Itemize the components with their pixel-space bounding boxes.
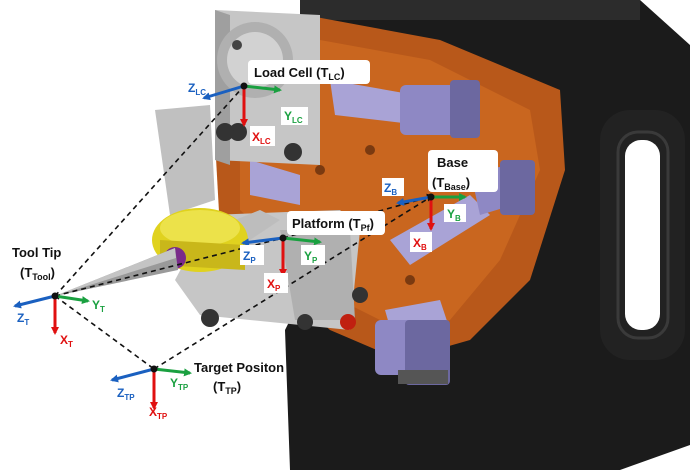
platform-title: Platform (TPf) [292,216,374,233]
link-tooltip-platform [54,237,284,297]
platform-y-axis [282,236,322,246]
platform-z-axis [241,236,284,247]
target-z-axis [110,367,155,383]
link-tooltip-loadcell [54,85,245,297]
platform-z-label: ZP [243,249,256,265]
tool-tip-z-label: ZT [17,311,29,327]
target-y-axis [153,367,192,377]
frame-link-lines [54,85,435,370]
target-title-line2: (TTP) [213,379,241,396]
base-y-label: YB [447,207,461,223]
base-x-label: XB [413,236,427,252]
frame-load-cell: Load Cell (TLC) ZLC YLC XLC [188,60,370,146]
tool-tip-title-line2: (TTool) [20,265,55,282]
tool-tip-y-label: YT [92,298,105,314]
target-z-label: ZTP [117,386,135,402]
frame-base: Base (TBase) ZB YB XB [382,150,498,252]
load-cell-z-label: ZLC [188,81,206,97]
link-platform-base [282,193,435,239]
tool-tip-title: Tool Tip [12,245,61,260]
load-cell-z-axis [202,84,245,101]
target-title: Target Positon [194,360,284,375]
platform-x-label: XP [267,277,281,293]
frame-target-position: Target Positon (TTP) ZTP YTP XTP [110,360,284,421]
tool-tip-x-label: XT [60,333,73,349]
frame-platform: Platform (TPf) ZP YP XP [240,211,385,293]
base-z-axis [396,195,432,206]
load-cell-y-axis [243,84,282,94]
target-y-label: YTP [170,376,189,392]
base-title-line2: (TBase) [432,175,470,192]
conical-tool [55,248,178,296]
base-title: Base [437,155,468,170]
tool-tip-z-axis [13,294,56,309]
tool-tip-y-axis [54,294,90,305]
load-cell-y-label: YLC [284,109,303,125]
target-x-label: XTP [149,405,168,421]
link-tooltip-target [54,295,155,370]
load-cell-title: Load Cell (TLC) [254,65,345,82]
base-z-label: ZB [384,181,397,197]
platform-y-label: YP [304,249,318,265]
frame-tool-tip: Tool Tip (TTool) ZT YT XT [12,245,105,349]
load-cell-x-label: XLC [252,130,271,146]
